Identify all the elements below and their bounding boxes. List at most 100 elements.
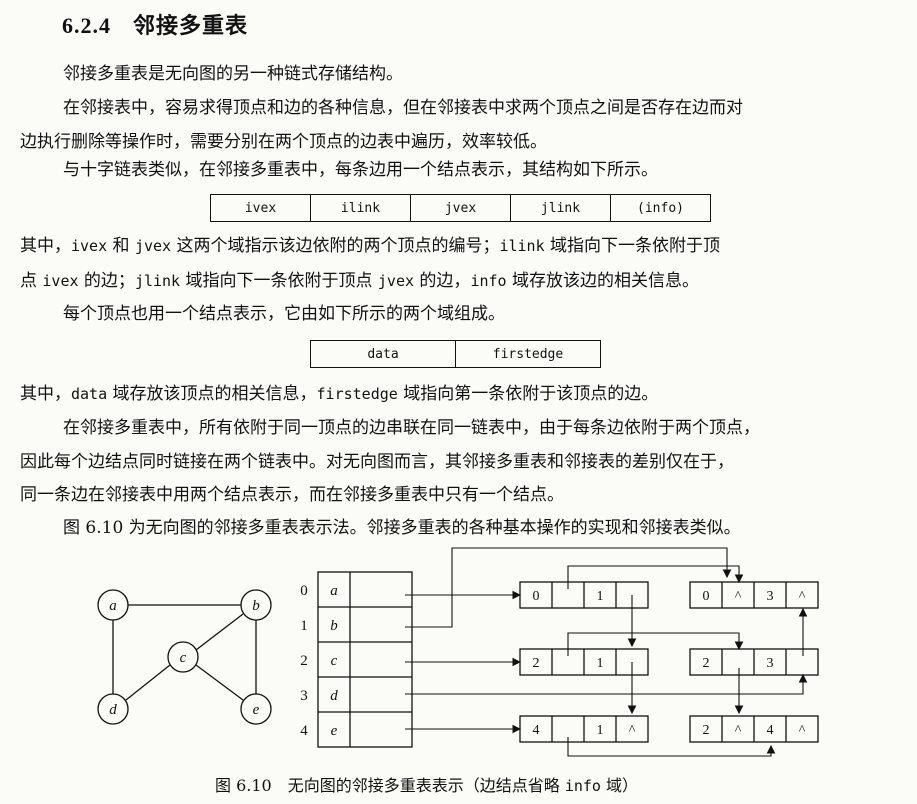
code-firstedge: firstedge bbox=[316, 385, 398, 403]
edge-node-cell: ^ bbox=[735, 589, 742, 604]
edge-node-cell: ^ bbox=[799, 589, 806, 604]
code-jvex: jvex bbox=[134, 237, 172, 255]
field-ivex: ivex bbox=[210, 194, 311, 222]
graph-edge-c-d bbox=[125, 664, 171, 701]
figure-caption: 图 6.10 无向图的邻接多重表表示（边结点省略 info 域） bbox=[215, 772, 638, 796]
paragraph-7-line-2: 因此每个边结点同时链接在两个链表中。对无向图而言，其邻接多重表和邻接表的差别仅在… bbox=[20, 452, 734, 472]
text-run: 的边； bbox=[78, 271, 135, 291]
edge-node-cell: 1 bbox=[597, 589, 604, 604]
ilink-0-1 bbox=[567, 565, 744, 589]
code-jvex: jvex bbox=[377, 272, 415, 290]
edge-node-3 bbox=[689, 648, 819, 676]
code-data: data bbox=[71, 385, 108, 403]
edge-node-cell: 0 bbox=[533, 589, 540, 604]
edge-node-cell: 0 bbox=[703, 589, 710, 604]
paragraph-2-line-2: 边执行删除等操作时，需要分别在两个顶点的边表中遍历，效率较低。 bbox=[20, 132, 547, 152]
field-jlink: jlink bbox=[510, 194, 611, 222]
text-run: 和 bbox=[107, 236, 135, 256]
graph-vertex-label: a bbox=[109, 598, 117, 614]
code-ilink: ilink bbox=[499, 237, 545, 255]
edge-node-5 bbox=[689, 715, 819, 743]
graph-vertex-label: c bbox=[180, 650, 187, 666]
edge-node-cell: 4 bbox=[767, 723, 774, 738]
paragraph-8: 图 6.10 为无向图的邻接多重表表示法。邻接多重表的各种基本操作的实现和邻接表… bbox=[63, 518, 741, 538]
paragraph-4-line-2: 点 ivex 的边；jlink 域指向下一条依附于顶点 jvex 的边，info… bbox=[20, 264, 900, 298]
edge-node-0 bbox=[519, 581, 649, 609]
section-title: 邻接多重表 bbox=[133, 13, 249, 39]
text-run: 其中， bbox=[20, 236, 71, 256]
graph-vertex-e bbox=[240, 693, 272, 725]
graph-vertex-d bbox=[97, 693, 129, 725]
text-run: 这两个域指示该边依附的两个顶点的编号； bbox=[171, 236, 500, 256]
code-ivex: ivex bbox=[71, 237, 108, 255]
edge-node-cell: 1 bbox=[597, 656, 604, 671]
edge-node-cell: ^ bbox=[735, 723, 742, 738]
graph-vertex-a bbox=[97, 589, 129, 621]
graph-vertex-label: d bbox=[109, 702, 117, 718]
firstedge-pointer-1 bbox=[405, 547, 732, 628]
undirected-graph bbox=[112, 604, 257, 701]
text-run: 点 bbox=[20, 271, 43, 291]
paragraph-1: 邻接多重表是无向图的另一种链式存储结构。 bbox=[63, 64, 403, 84]
firstedge-pointer-3 bbox=[405, 673, 808, 695]
edge-node-cell: 2 bbox=[533, 656, 540, 671]
vertex-index: 1 bbox=[300, 618, 308, 634]
graph-edge-c-e bbox=[195, 664, 244, 701]
paragraph-7-line-1: 在邻接多重表中，所有依附于同一顶点的边串联在同一链表中，由于每条边依附于两个顶点… bbox=[63, 418, 760, 438]
vertex-data: c bbox=[331, 653, 338, 669]
graph-vertex-label: e bbox=[253, 702, 260, 718]
code-jlink: jlink bbox=[134, 272, 181, 290]
text-run: 其中， bbox=[20, 384, 71, 404]
vertex-data: a bbox=[330, 583, 338, 599]
edge-node-cell: 2 bbox=[703, 723, 710, 738]
text-run: 域指向下一条依附于顶 bbox=[544, 236, 721, 256]
paragraph-4-line-1: 其中，ivex 和 jvex 这两个域指示该边依附的两个顶点的编号；ilink … bbox=[20, 229, 900, 263]
vertex-data: d bbox=[330, 688, 338, 704]
field-jvex: jvex bbox=[410, 194, 511, 222]
text-run: 的边， bbox=[414, 271, 471, 291]
code-ivex: ivex bbox=[42, 272, 79, 290]
vertex-index: 0 bbox=[300, 583, 308, 599]
edge-node-cell: 2 bbox=[703, 656, 710, 671]
edge-node-structure-table: ivex ilink jvex jlink (info) bbox=[210, 194, 711, 222]
paragraph-6: 其中，data 域存放该顶点的相关信息，firstedge 域指向第一条依附于该… bbox=[20, 377, 900, 411]
vertex-data: b bbox=[330, 618, 338, 634]
vertex-node-structure-table: data firstedge bbox=[310, 340, 601, 368]
vertex-data: e bbox=[331, 723, 338, 739]
text-run: 域存放该顶点的相关信息， bbox=[107, 384, 317, 404]
vertex-table bbox=[317, 571, 413, 748]
vertex-index: 3 bbox=[300, 688, 308, 704]
paragraph-2-line-1: 在邻接表中，容易求得顶点和边的各种信息，但在邻接表中求两个顶点之间是否存在边而对 bbox=[63, 98, 743, 118]
edge-node-cell: 3 bbox=[767, 656, 774, 671]
section-number: 6.2.4 bbox=[62, 13, 111, 38]
graph-vertex-c bbox=[167, 641, 199, 673]
section-heading: 6.2.4 邻接多重表 bbox=[62, 8, 248, 40]
field-ilink: ilink bbox=[310, 194, 411, 222]
ilink-2-1 bbox=[567, 632, 744, 656]
edge-node-cell: 4 bbox=[533, 723, 540, 738]
pointer-arrows bbox=[405, 547, 808, 757]
edge-nodes bbox=[519, 581, 819, 743]
graph-vertex-b bbox=[240, 589, 272, 621]
field-firstedge: firstedge bbox=[455, 340, 601, 368]
edge-node-1 bbox=[689, 581, 819, 609]
paragraph-5: 每个顶点也用一个结点表示，它由如下所示的两个域组成。 bbox=[63, 304, 505, 324]
edge-node-cell: ^ bbox=[629, 723, 636, 738]
vertex-index: 4 bbox=[300, 723, 308, 739]
edge-node-cell: ^ bbox=[799, 723, 806, 738]
graph-edge-b-c bbox=[195, 613, 244, 651]
caption-text: 域） bbox=[600, 776, 639, 795]
code-info: info bbox=[470, 272, 507, 290]
text-run: 域存放该边的相关信息。 bbox=[506, 271, 699, 291]
paragraph-7-line-3: 同一条边在邻接表中用两个结点表示，而在邻接多重表中只有一个结点。 bbox=[20, 485, 564, 505]
paragraph-3: 与十字链表类似，在邻接多重表中，每条边用一个结点表示，其结构如下所示。 bbox=[63, 160, 658, 180]
graph-vertex-label: b bbox=[252, 598, 260, 614]
vertex-index: 2 bbox=[300, 653, 308, 669]
text-run: 域指向第一条依附于该顶点的边。 bbox=[397, 384, 659, 404]
caption-text: 图 6.10 无向图的邻接多重表表示（边结点省略 bbox=[215, 776, 565, 795]
edge-node-4 bbox=[519, 715, 649, 743]
field-info: (info) bbox=[610, 194, 711, 222]
edge-node-cell: 1 bbox=[597, 723, 604, 738]
edge-node-cell: 3 bbox=[767, 589, 774, 604]
